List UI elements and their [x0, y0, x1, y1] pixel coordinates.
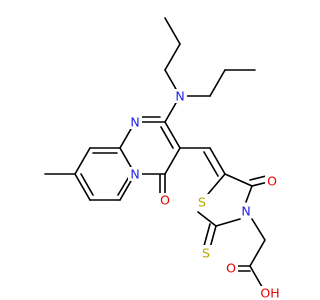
bond-c5-s1: [207, 173, 226, 195]
thiazolidine-nitrogen-label: N: [241, 204, 250, 219]
pyridone-oxygen-label: O: [160, 193, 170, 208]
thione-sulfur-label: S: [202, 246, 210, 261]
bond-c2-n3: [215, 218, 241, 227]
bond-c9-c8: [74, 147, 91, 175]
bond-c2-s-thione: [209, 225, 217, 249]
amine-nitrogen-label: N: [175, 89, 184, 104]
bond-propyl1-c: [164, 17, 181, 45]
bond-c3-c2-double: [160, 126, 174, 149]
bond-c3-c2: [164, 121, 181, 149]
bond-c4-c5: [224, 173, 253, 187]
molecule-structure-diagram: N N N O S O N S O OH: [44, 17, 282, 300]
bond-ch-c5-double: [203, 151, 219, 177]
pyrimidine-nitrogen-label: N: [130, 115, 139, 130]
molecule-structure-canvas: N N N O S O N S O OH: [44, 17, 282, 300]
bond-n3-c4: [245, 185, 253, 203]
bond-lines: [44, 17, 269, 293]
bond-propyl1-b: [164, 43, 181, 71]
bond-c4-o-ring-double: [249, 175, 267, 181]
bond-c4-c3: [164, 147, 181, 175]
acid-carbonyl-oxygen-label: O: [226, 261, 236, 276]
ring-sulfur-label: S: [198, 195, 206, 210]
acid-hydroxyl-label: OH: [260, 286, 279, 300]
bond-ch-c5: [209, 147, 226, 175]
bridgehead-nitrogen-label: N: [130, 167, 139, 182]
bond-n3-ch2a: [251, 218, 266, 241]
bond-c8-c7-double: [80, 173, 94, 196]
thiazolidinone-oxygen-label: O: [267, 174, 277, 189]
bond-c8-c7: [74, 173, 91, 201]
atom-labels: N N N O S O N S O OH: [128, 89, 282, 300]
bond-c2-s-thione-double: [203, 223, 211, 247]
bond-ch2a-ch2b: [249, 239, 266, 267]
bond-propyl2-b: [209, 69, 226, 97]
bond-s1-c2: [197, 211, 217, 227]
